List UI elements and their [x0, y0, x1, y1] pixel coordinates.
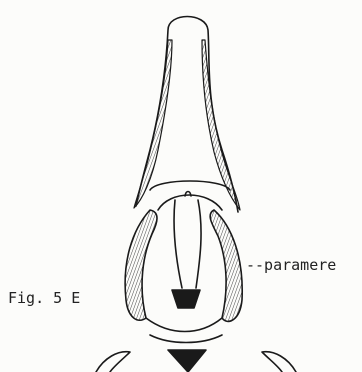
aedeagus-outline [136, 17, 238, 213]
right-paramere [210, 210, 242, 321]
median-lobe [174, 200, 201, 288]
basal-piece [168, 350, 206, 372]
left-paramere [125, 210, 157, 320]
paramere-annotation: --paramere [246, 256, 336, 274]
figure-label: Fig. 5 E [8, 289, 80, 307]
median-lobe-top [158, 195, 222, 210]
basal-cup [150, 181, 230, 190]
left-lower-arm [96, 352, 130, 372]
basal-arc [146, 318, 222, 332]
apical-plug [172, 290, 200, 308]
right-lower-arm [262, 352, 296, 372]
